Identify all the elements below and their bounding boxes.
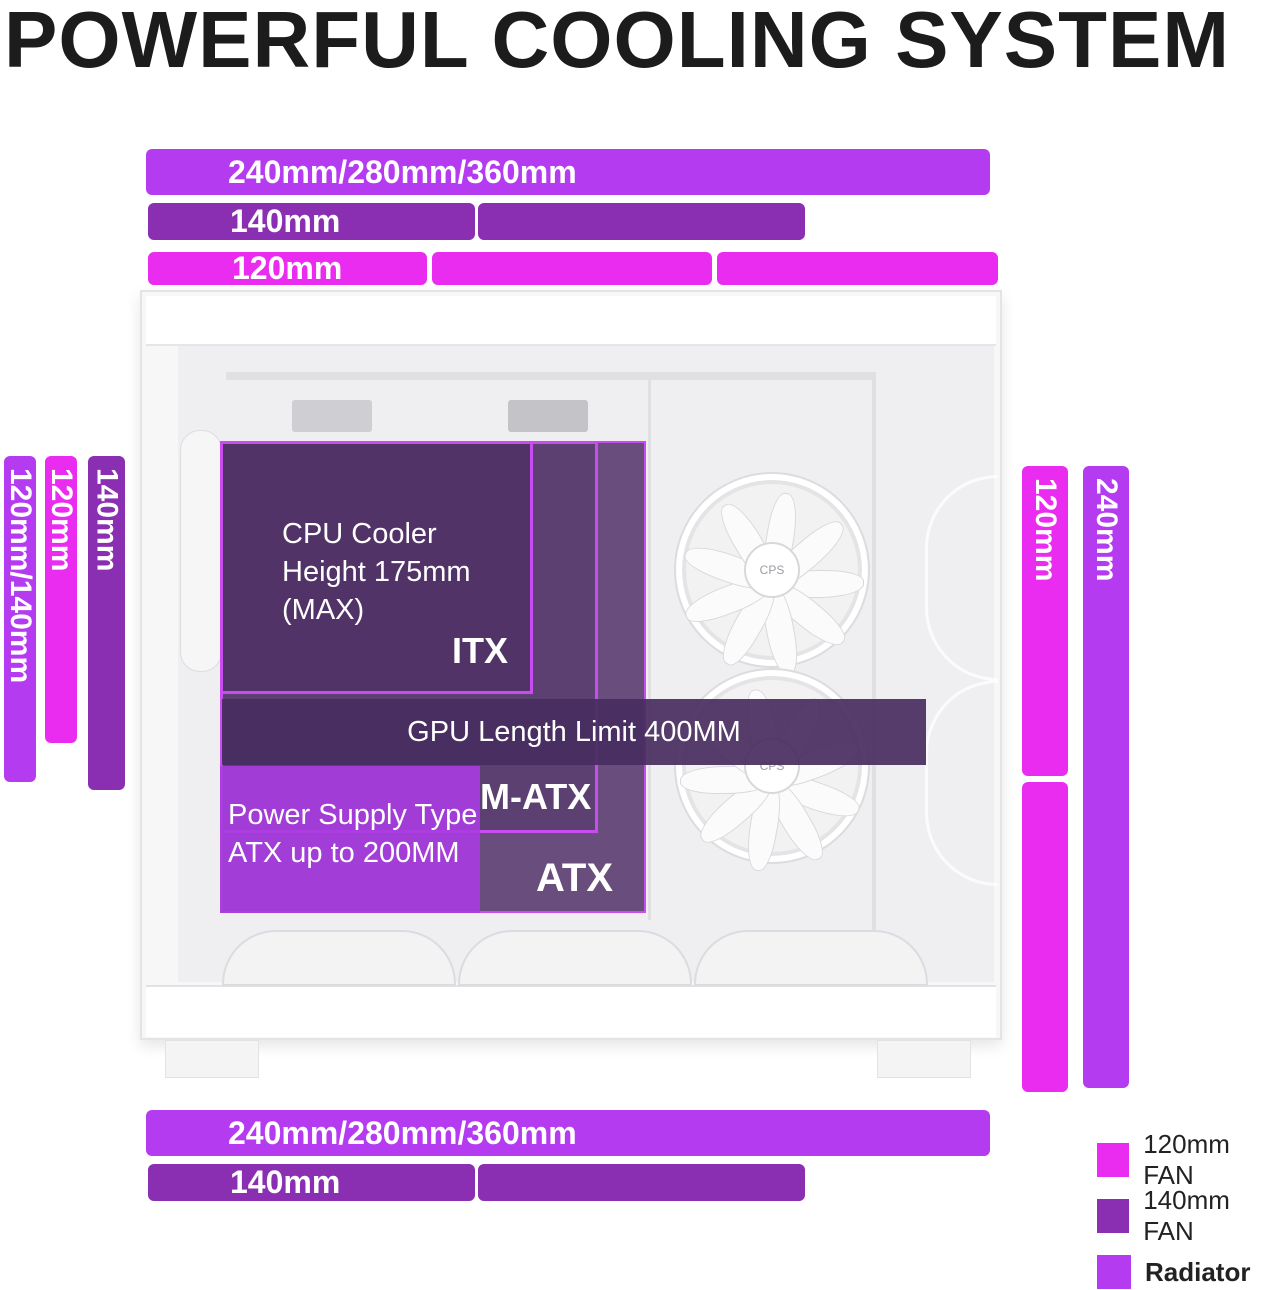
bottom-fan [694,930,928,986]
matx-label: M-ATX [480,776,592,817]
legend-label: 140mm FAN [1143,1185,1230,1246]
top-fan-140-bar-1: 140mm [148,203,475,240]
psu-line-2: ATX up to 200MM [228,837,460,869]
bottom-fan [222,930,456,986]
top-fan-140-label: 140mm [230,203,341,239]
top-fan-140-bar-2 [478,203,805,240]
front-radiator-label: 240mm [1090,478,1123,582]
top-fan-120-label: 120mm [232,250,343,286]
bottom-fan-140-label: 140mm [230,1164,341,1200]
top-vent [226,372,876,380]
cpu-cooler-text: CPU Cooler Height 175mm (MAX) [282,515,522,629]
rear-fan-120-bar: 120mm [45,456,78,743]
legend-item: 140mm FAN [1097,1185,1280,1246]
bottom-radiator-label: 240mm/280mm/360mm [228,1114,577,1151]
legend-item: Radiator [1097,1254,1280,1290]
divider [648,380,651,920]
front-frame [872,380,876,980]
rear-fan-120-label: 120mm [45,468,78,572]
top-radiator-label: 240mm/280mm/360mm [228,153,577,190]
top-fan-120-bar-1: 120mm [148,250,427,286]
cpu-cooler-line-1: CPU Cooler [282,518,437,550]
case-foot-left [165,1040,259,1078]
fan-logo: CPS [744,542,800,598]
legend-swatch-radiator-icon [1097,1255,1131,1289]
front-fan-120-label: 120mm [1029,478,1062,582]
top-radiator-bar: 240mm/280mm/360mm [146,149,990,195]
atx-label: ATX [536,856,614,900]
psu-line-1: Power Supply Type [228,799,478,831]
legend-swatch-120-icon [1097,1143,1130,1177]
case-bottom-panel [146,985,996,1037]
legend-label: Radiator [1145,1256,1251,1287]
front-radiator-bar: 240mm [1083,466,1129,1088]
front-fan-120-bar-1: 120mm [1022,466,1068,776]
itx-zone [220,441,533,694]
gpu-limit-bar: GPU Length Limit 400MM [222,699,926,765]
front-fan-120-bar-2 [1022,782,1068,1092]
bottom-fan-140-bar-1: 140mm [148,1164,475,1201]
case-foot-right [877,1040,971,1078]
legend-swatch-140-icon [1097,1199,1130,1233]
rear-fan-140-bar: 140mm [88,456,125,790]
bottom-fan-140-bar-2 [478,1164,805,1201]
bottom-fan [458,930,692,986]
legend-label: 120mm FAN [1143,1129,1230,1190]
case-top-panel [146,296,996,346]
rear-radiator-label: 120mm/140mm [4,468,37,684]
motherboard-cutout [292,400,372,432]
legend-item: 120mm FAN [1097,1129,1280,1190]
motherboard-cutout [508,400,588,432]
cpu-cooler-line-3: (MAX) [282,594,365,626]
bottom-radiator-bar: 240mm/280mm/360mm [146,1110,990,1156]
cpu-cooler-line-2: Height 175mm [282,556,471,588]
itx-label: ITX [452,630,509,671]
rear-fan [180,430,222,672]
gpu-limit-label: GPU Length Limit 400MM [407,715,741,748]
top-fan-120-bar-3 [717,252,998,285]
page-title: POWERFUL COOLING SYSTEM [4,0,1231,84]
rear-radiator-bar: 120mm/140mm [4,456,37,782]
rear-fan-140-label: 140mm [90,468,124,572]
side-fan-upper: CPS [676,474,868,678]
psu-zone: Power Supply Type ATX up to 200MM [220,766,480,913]
top-fan-120-bar-2 [432,252,712,285]
legend: 120mm FAN 140mm FAN Radiator [1097,1129,1280,1290]
